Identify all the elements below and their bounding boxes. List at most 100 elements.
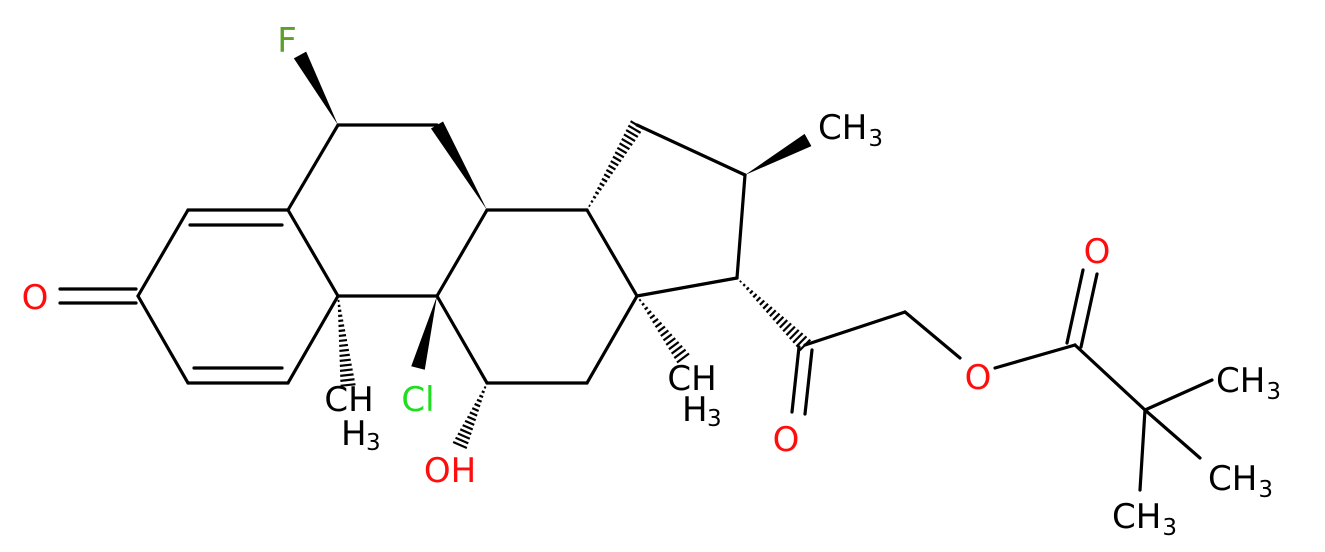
- hash-stroke: [755, 296, 762, 302]
- methyl-c-label: CH3: [1112, 497, 1177, 541]
- hash-stroke: [338, 334, 347, 338]
- methyl-c-subscript: 3: [1162, 515, 1177, 541]
- methyl-a-subscript: 3: [1266, 379, 1281, 405]
- hash-stroke: [779, 319, 789, 329]
- hash-c10-methyl: [337, 294, 356, 387]
- hash-stroke: [772, 312, 781, 321]
- bond-c21-oester: [903, 310, 962, 360]
- hash-stroke: [469, 411, 478, 417]
- hash-stroke: [601, 177, 608, 183]
- hash-stroke: [597, 186, 602, 191]
- ester-oxygen-label: O: [965, 358, 992, 398]
- bond-c2-c3: [136, 208, 190, 298]
- hash-stroke: [745, 286, 750, 291]
- bond-c1-c2: [136, 294, 190, 385]
- hash-stroke: [592, 195, 597, 199]
- hash-stroke: [339, 353, 350, 358]
- bond-c20-o-2: [803, 348, 814, 416]
- hash-stroke: [625, 129, 639, 138]
- hash-stroke: [340, 383, 356, 387]
- hash-stroke: [749, 289, 754, 295]
- hash-stroke: [476, 398, 483, 403]
- hash-stroke: [623, 133, 636, 142]
- hash-stroke: [607, 164, 617, 171]
- fluorine-label: F: [277, 21, 297, 61]
- hash-stroke: [614, 151, 625, 159]
- hash-stroke: [621, 137, 633, 147]
- hash-stroke: [605, 168, 614, 175]
- hash-stroke: [457, 432, 471, 440]
- hash-stroke: [649, 314, 656, 320]
- bond-c20-c21: [803, 310, 907, 347]
- hash-stroke: [603, 173, 611, 179]
- methyl-b-label: CH3: [1208, 459, 1273, 503]
- hash-stroke: [644, 306, 649, 311]
- methyl-b-subscript: 3: [1258, 477, 1273, 503]
- hash-stroke: [339, 343, 349, 348]
- hash-stroke: [665, 337, 676, 346]
- methyl-c19-c-label: CH: [324, 380, 373, 420]
- hash-stroke: [752, 293, 758, 299]
- bond-carbonyl-o-1: [1065, 268, 1085, 345]
- hash-stroke: [478, 394, 484, 399]
- methyl-c18-h-label: H: [682, 390, 708, 430]
- hash-stroke: [660, 329, 670, 337]
- methyl-a-main: CH: [1216, 361, 1265, 401]
- hash-stroke: [462, 424, 474, 431]
- hash-stroke: [795, 335, 808, 348]
- carbonyl-oxygen-label: O: [1084, 232, 1111, 272]
- hash-stroke: [588, 204, 591, 208]
- hash-stroke: [646, 310, 652, 315]
- bond-c9-c10: [435, 208, 489, 298]
- methyl-b-main: CH: [1208, 459, 1257, 499]
- hash-stroke: [467, 415, 477, 422]
- hash-stroke: [670, 344, 683, 355]
- hash-stroke: [586, 208, 588, 212]
- hash-c14-c15: [586, 120, 645, 212]
- hash-stroke: [599, 182, 605, 187]
- hash-stroke: [616, 146, 628, 155]
- hash-stroke: [471, 407, 480, 412]
- bond-cq-methyl-c: [1138, 408, 1147, 492]
- hash-stroke: [676, 352, 690, 364]
- hash-stroke: [590, 199, 594, 204]
- hash-stroke: [765, 306, 773, 314]
- hash-stroke: [610, 160, 619, 167]
- hash-stroke: [481, 390, 485, 394]
- hash-stroke: [798, 338, 812, 352]
- hash-stroke: [638, 298, 642, 302]
- hash-stroke: [782, 322, 792, 333]
- hash-stroke: [339, 368, 353, 372]
- bonds-layer: [58, 51, 1214, 492]
- hash-stroke: [340, 373, 354, 377]
- hash-stroke: [762, 302, 769, 310]
- hash-stroke: [673, 348, 687, 359]
- hash-stroke: [474, 402, 481, 408]
- hash-stroke: [769, 309, 777, 318]
- bond-c20-o-1: [790, 345, 801, 414]
- hash-stroke: [339, 348, 349, 353]
- methyl-c16-label: CH3: [818, 108, 883, 152]
- hash-stroke: [338, 324, 345, 328]
- chlorine-label: Cl: [401, 380, 434, 420]
- hash-stroke: [459, 428, 472, 436]
- hash-stroke: [641, 302, 645, 307]
- hash-stroke: [657, 325, 666, 333]
- hash-stroke: [635, 294, 639, 298]
- bond-c15-c16: [635, 123, 747, 177]
- bond-oester-ccarbonyl: [993, 343, 1077, 370]
- hash-stroke: [338, 319, 344, 323]
- hash-c17-c20: [735, 276, 812, 352]
- bond-cq-methyl-b: [1143, 408, 1202, 460]
- bond-carbonyl-o-2: [1079, 272, 1099, 349]
- bond-c5-c6: [286, 294, 340, 385]
- methyl-c18-subscript: 3: [707, 406, 722, 432]
- bond-carbonyl-cq: [1073, 343, 1147, 412]
- hash-stroke: [627, 124, 642, 134]
- hash-stroke: [339, 363, 352, 367]
- wedge-c6-fluorine: [293, 51, 338, 126]
- bond-c4-c7: [286, 123, 340, 212]
- hash-stroke: [792, 332, 804, 344]
- methyl-c19-h-label: H: [341, 414, 367, 454]
- bond-c16-c17: [735, 173, 747, 280]
